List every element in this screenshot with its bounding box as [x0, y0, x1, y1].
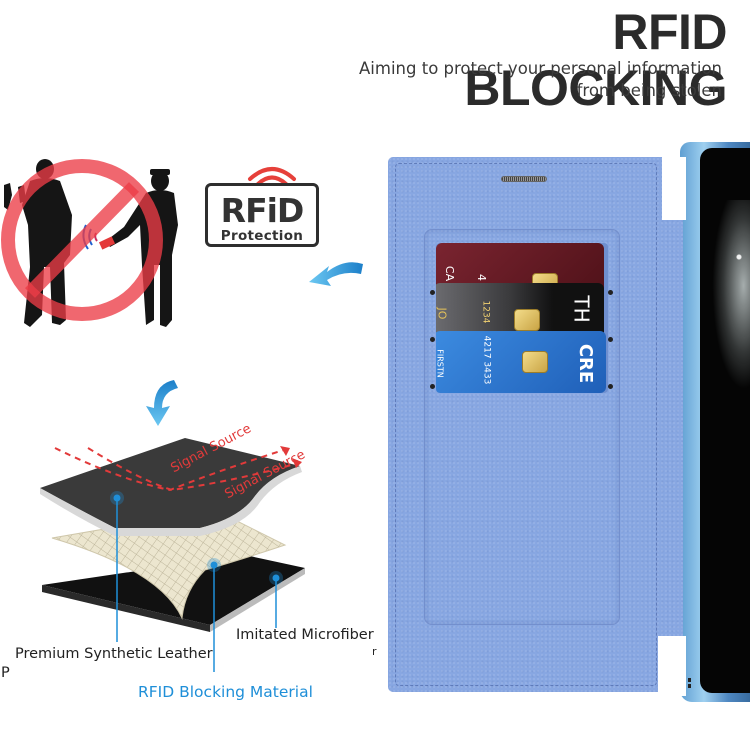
card-black-digits: 1234	[480, 300, 491, 324]
stray-letter-left: P	[1, 665, 10, 681]
slot-stitch-dot	[430, 384, 435, 389]
card-black-name: JO	[436, 307, 449, 320]
no-skimming-icon	[1, 159, 178, 327]
curved-arrow-icon	[309, 262, 363, 286]
card-blue-text: CRE	[575, 343, 597, 384]
speaker-grille	[501, 176, 547, 182]
case-notch-top	[662, 157, 686, 220]
slot-stitch-dot	[608, 384, 613, 389]
label-premium-synthetic-leather: Premium Synthetic Leather	[15, 646, 213, 662]
card-slot-window: CA 4 JO 1234 TH FIRSTN 4217 3433 CRE	[436, 243, 608, 393]
badge-subtitle: Protection	[220, 228, 304, 244]
subheadline: Aiming to protect your personal informat…	[302, 58, 722, 102]
label-rfid-blocking-material: RFID Blocking Material	[138, 683, 313, 701]
stray-letter-right: r	[372, 645, 377, 658]
card-blue: FIRSTN 4217 3433 CRE	[436, 331, 606, 393]
layer-diagram	[40, 438, 305, 672]
case-notch-bottom	[658, 636, 686, 696]
card-red-text: CA	[443, 265, 457, 282]
case-stitching	[395, 163, 657, 686]
phone-side-port	[688, 684, 691, 688]
rfid-protection-badge: RFiD Protection	[205, 183, 319, 247]
headline: RFID BLOCKING	[464, 4, 727, 116]
card-red-digits: 4	[475, 274, 488, 281]
card-blue-name: FIRSTN	[436, 349, 445, 378]
card-black-text: TH	[569, 295, 594, 323]
card-chip	[514, 309, 540, 331]
badge-title: RFiD	[220, 191, 305, 230]
slot-stitch-dot	[608, 337, 613, 342]
subheadline-line-2: from being stolen	[576, 81, 722, 100]
curved-arrow-down-icon	[146, 380, 178, 426]
slot-stitch-dot	[430, 290, 435, 295]
slot-stitch-dot	[430, 337, 435, 342]
card-chip	[522, 351, 548, 373]
case-inner-panel	[424, 229, 620, 625]
phone-wallpaper-splash	[712, 200, 750, 390]
phone-side-port	[688, 678, 691, 682]
label-imitated-microfiber: Imitated Microfiber	[236, 627, 374, 643]
slot-stitch-dot	[608, 290, 613, 295]
card-blue-digits: 4217 3433	[481, 335, 492, 385]
subheadline-line-1: Aiming to protect your personal informat…	[359, 59, 722, 78]
